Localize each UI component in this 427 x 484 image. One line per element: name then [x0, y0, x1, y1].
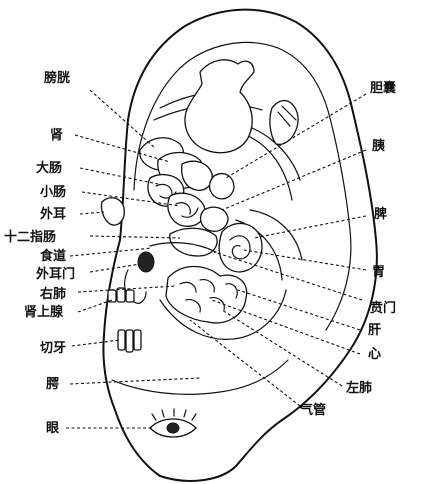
leader-lines — [66, 89, 367, 429]
label-small-intestine: 小肠 — [40, 185, 66, 200]
ear-lobe-curve — [111, 359, 289, 395]
leader-cardia — [213, 251, 363, 301]
organ-esophagus — [149, 242, 217, 253]
label-adrenal: 肾上腺 — [24, 304, 64, 320]
leader-stomach — [243, 249, 367, 271]
label-incisor: 切牙 — [40, 341, 66, 356]
label-left-lung: 左肺 — [346, 380, 372, 396]
leader-ear-opening — [89, 263, 141, 273]
leader-duodenum — [89, 235, 181, 239]
ear-concha-edge — [159, 289, 287, 340]
leader-heart — [211, 299, 361, 355]
organ-small-intestine-coil — [175, 202, 199, 218]
label-pancreas: 胰 — [372, 138, 385, 154]
leader-pancreas — [221, 149, 367, 211]
label-kidney: 肾 — [50, 128, 64, 143]
ear-antihelix-4 — [243, 133, 293, 201]
organ-eye-pupil — [166, 422, 180, 434]
organ-stomach — [218, 222, 263, 273]
organ-figures — [100, 59, 299, 438]
organ-duodenum — [169, 227, 218, 257]
leader-bladder — [89, 89, 156, 149]
label-eye: 眼 — [46, 421, 60, 436]
ear-tragus — [124, 269, 147, 304]
ear-antihelix-5 — [249, 209, 303, 261]
label-duodenum: 十二指肠 — [4, 229, 56, 245]
label-spleen: 脾 — [374, 206, 387, 222]
organ-eye-lashes — [151, 408, 197, 421]
organ-ear-opening — [137, 251, 155, 273]
ear-helix-outline — [102, 8, 378, 482]
leader-liver — [237, 289, 361, 331]
ear-illustration — [102, 8, 378, 482]
figure-hand-lines — [277, 105, 297, 127]
organ-pancreas — [199, 206, 229, 232]
organ-small-intestine — [167, 192, 206, 227]
label-ear-opening: 外耳门 — [35, 266, 75, 282]
leader-incisor — [71, 339, 121, 347]
figure-hand — [269, 99, 299, 146]
label-gallbladder: 胆囊 — [370, 80, 397, 96]
leader-left-lung — [221, 309, 343, 387]
label-outer-ear: 外耳 — [39, 206, 66, 222]
label-bladder: 膀胱 — [43, 70, 70, 86]
organ-kidney-2 — [180, 160, 213, 191]
label-large-intestine: 大肠 — [36, 160, 62, 176]
labels: 膀胱 肾 大肠 小肠 外耳 十二指肠 食道 外耳门 右肺 肾上腺 切牙 腭 眼 … — [4, 70, 397, 436]
leader-esophagus — [69, 247, 153, 257]
organ-gallbladder — [208, 173, 235, 200]
label-esophagus: 食道 — [40, 248, 66, 264]
organ-lung-cluster — [165, 265, 248, 324]
organ-incisor-teeth — [117, 329, 142, 353]
label-right-lung: 右肺 — [39, 286, 66, 302]
label-heart: 心 — [368, 347, 381, 362]
label-cardia: 贲门 — [370, 300, 396, 316]
leader-trachea — [189, 319, 301, 407]
leader-large-intestine — [79, 167, 159, 185]
figure-head — [184, 59, 255, 154]
organ-stomach-spiral — [229, 235, 251, 260]
label-liver: 肝 — [368, 323, 381, 338]
ear-inner-helix — [133, 41, 352, 331]
leader-outer-ear — [79, 211, 105, 215]
organ-adrenal-teeth — [107, 287, 135, 303]
leader-adrenal — [77, 299, 113, 313]
label-trachea: 气管 — [300, 402, 326, 418]
organ-outer-ear-small — [100, 197, 125, 226]
leader-cheek — [69, 377, 201, 385]
label-stomach: 胃 — [372, 265, 385, 280]
leader-spleen — [253, 215, 367, 239]
label-cheek: 腭 — [46, 376, 59, 392]
organ-lung-texture — [179, 279, 238, 313]
